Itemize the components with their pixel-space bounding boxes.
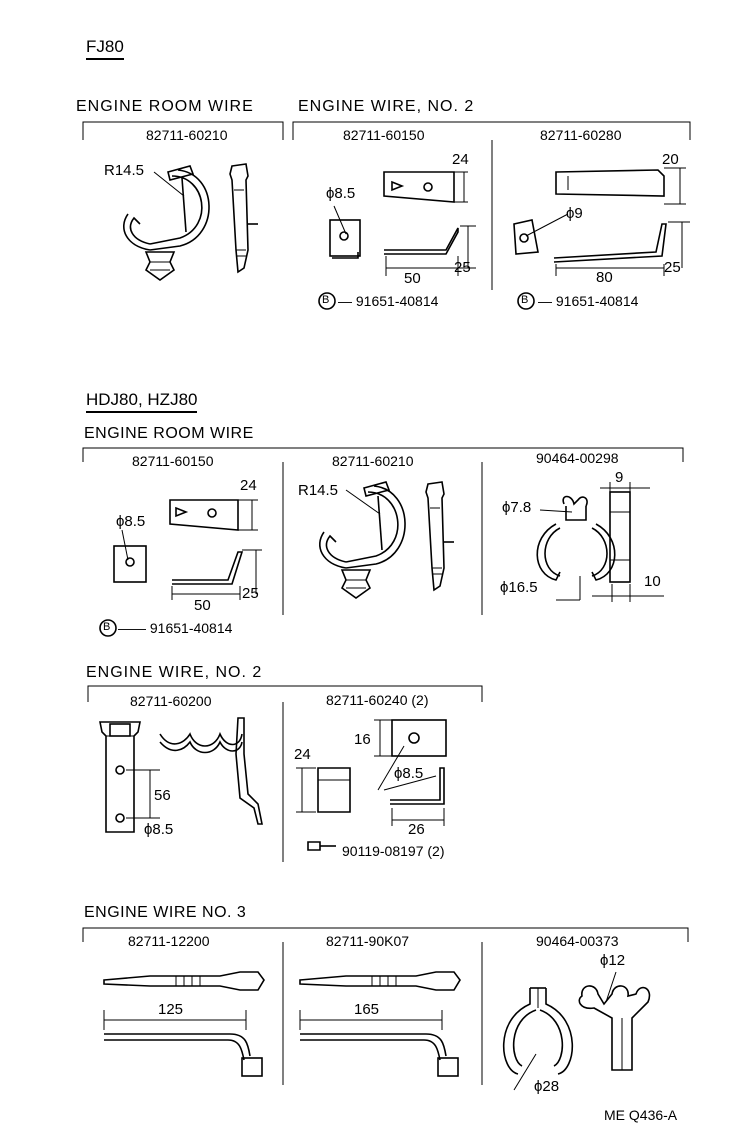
hdj80-bracket-60150-drawing <box>113 499 262 600</box>
hdj80-bracket-60200-drawing <box>99 717 263 833</box>
hdj80-p3-dim-9: 9 <box>615 469 624 486</box>
fj80-p3-hole-dia: ϕ9 <box>566 205 583 222</box>
hdj80-radius-label: R14.5 <box>298 482 339 499</box>
hdj80-p1-bolt-part-number: —— 91651-40814 <box>118 620 233 636</box>
fj80-p2-dim-50: 50 <box>404 270 421 287</box>
hdj80-engine-wire-3-title: ENGINE WIRE NO. 3 <box>84 904 247 921</box>
fj80-engine-wire-2-title: ENGINE WIRE, NO. 2 <box>298 98 475 115</box>
fj80-radius-label: R14.5 <box>104 162 145 179</box>
hdj80-part-number-60200: 82711-60200 <box>130 693 212 709</box>
hdj80-engine-wire-2-title: ENGINE WIRE, NO. 2 <box>86 664 263 681</box>
hdj80-p4-dim-56: 56 <box>154 787 171 804</box>
hdj80-p5-hole-dia: ϕ8.5 <box>394 765 424 782</box>
fj80-p2-hole-dia: ϕ8.5 <box>326 185 356 202</box>
hdj80-p3-dia-16-5: ϕ16.5 <box>500 579 538 596</box>
fj80-bracket-60150-drawing <box>329 171 476 276</box>
fj80-bracket-60280-drawing <box>513 167 690 276</box>
illustration-code: ME Q436-A <box>604 1107 678 1123</box>
fj80-p3-bolt-symbol <box>517 292 535 310</box>
hdj80-p3-dia-7-8: ϕ7.8 <box>502 499 532 516</box>
hdj80-clamp-60210-drawing <box>319 481 454 599</box>
fj80-clamp-60210-drawing <box>123 163 258 281</box>
fj80-p2-dim-24: 24 <box>452 151 469 168</box>
hdj80-tie-12200-drawing <box>103 971 265 1077</box>
fj80-p3-dim-25: 25 <box>664 259 681 276</box>
hdj80-model-heading: HDJ80, HZJ80 <box>86 391 198 413</box>
fj80-p3-dim-20: 20 <box>662 151 679 168</box>
hdj80-p7-dim-165: 165 <box>354 1001 380 1018</box>
hdj80-p1-bolt-symbol <box>99 619 117 637</box>
fj80-model-heading: FJ80 <box>86 38 124 60</box>
fj80-p3-bolt-letter: B <box>521 294 529 306</box>
hdj80-p1-hole-dia: ϕ8.5 <box>116 513 146 530</box>
hdj80-part-number-00298: 90464-00298 <box>536 450 619 466</box>
hdj80-part-number-00373: 90464-00373 <box>536 933 619 949</box>
hdj80-p6-dim-125: 125 <box>158 1001 184 1018</box>
fj80-part-number-60280: 82711-60280 <box>540 127 622 143</box>
fj80-part-number-60150: 82711-60150 <box>343 127 425 143</box>
fj80-p2-bolt-letter: B <box>322 294 330 306</box>
hdj80-clamp-00298-drawing <box>536 482 664 602</box>
hdj80-part-number-12200: 82711-12200 <box>128 933 210 949</box>
fj80-p2-dim-25: 25 <box>454 259 471 276</box>
hdj80-p5-dim-26: 26 <box>408 821 425 838</box>
hdj80-p4-hole-dia: ϕ8.5 <box>144 821 174 838</box>
hdj80-part-number-60210: 82711-60210 <box>332 453 414 469</box>
hdj80-p1-bolt-letter: B <box>103 621 111 633</box>
fj80-part-number-60210: 82711-60210 <box>146 127 228 143</box>
fj80-engine-room-wire-title: ENGINE ROOM WIRE <box>76 98 254 115</box>
hdj80-p5-dim-16: 16 <box>354 731 371 748</box>
hdj80-p1-dim-24: 24 <box>240 477 257 494</box>
hdj80-room-bracket-lines <box>82 447 684 615</box>
hdj80-p3-dim-10: 10 <box>644 573 661 590</box>
hdj80-tie-90k07-drawing <box>299 971 461 1077</box>
hdj80-p5-dim-24: 24 <box>294 746 311 763</box>
fj80-p2-bolt-part-number: — 91651-40814 <box>338 293 439 309</box>
hdj80-p8-dia-12: ϕ12 <box>600 952 626 969</box>
fj80-bracket-lines <box>82 121 691 290</box>
hdj80-p8-dia-28: ϕ28 <box>534 1078 560 1095</box>
hdj80-p5-bolt-part-number: 90119-08197 (2) <box>342 843 445 859</box>
hdj80-clamp-00373-drawing <box>502 971 651 1091</box>
hdj80-wire2-bracket-lines <box>87 685 483 862</box>
hdj80-wire3-bracket-lines <box>82 927 689 1085</box>
hdj80-part-number-60150: 82711-60150 <box>132 453 214 469</box>
hdj80-part-number-60240: 82711-60240 (2) <box>326 692 429 708</box>
hdj80-p1-dim-25: 25 <box>242 585 259 602</box>
hdj80-p1-dim-50: 50 <box>194 597 211 614</box>
hdj80-engine-room-wire-title: ENGINE ROOM WIRE <box>84 425 254 442</box>
hdj80-part-number-90k07: 82711-90K07 <box>326 933 410 949</box>
fj80-p2-bolt-symbol <box>318 292 336 310</box>
fj80-p3-bolt-part-number: — 91651-40814 <box>538 293 639 309</box>
fj80-p3-dim-80: 80 <box>596 269 613 286</box>
hdj80-bracket-60240-drawing <box>296 719 447 851</box>
